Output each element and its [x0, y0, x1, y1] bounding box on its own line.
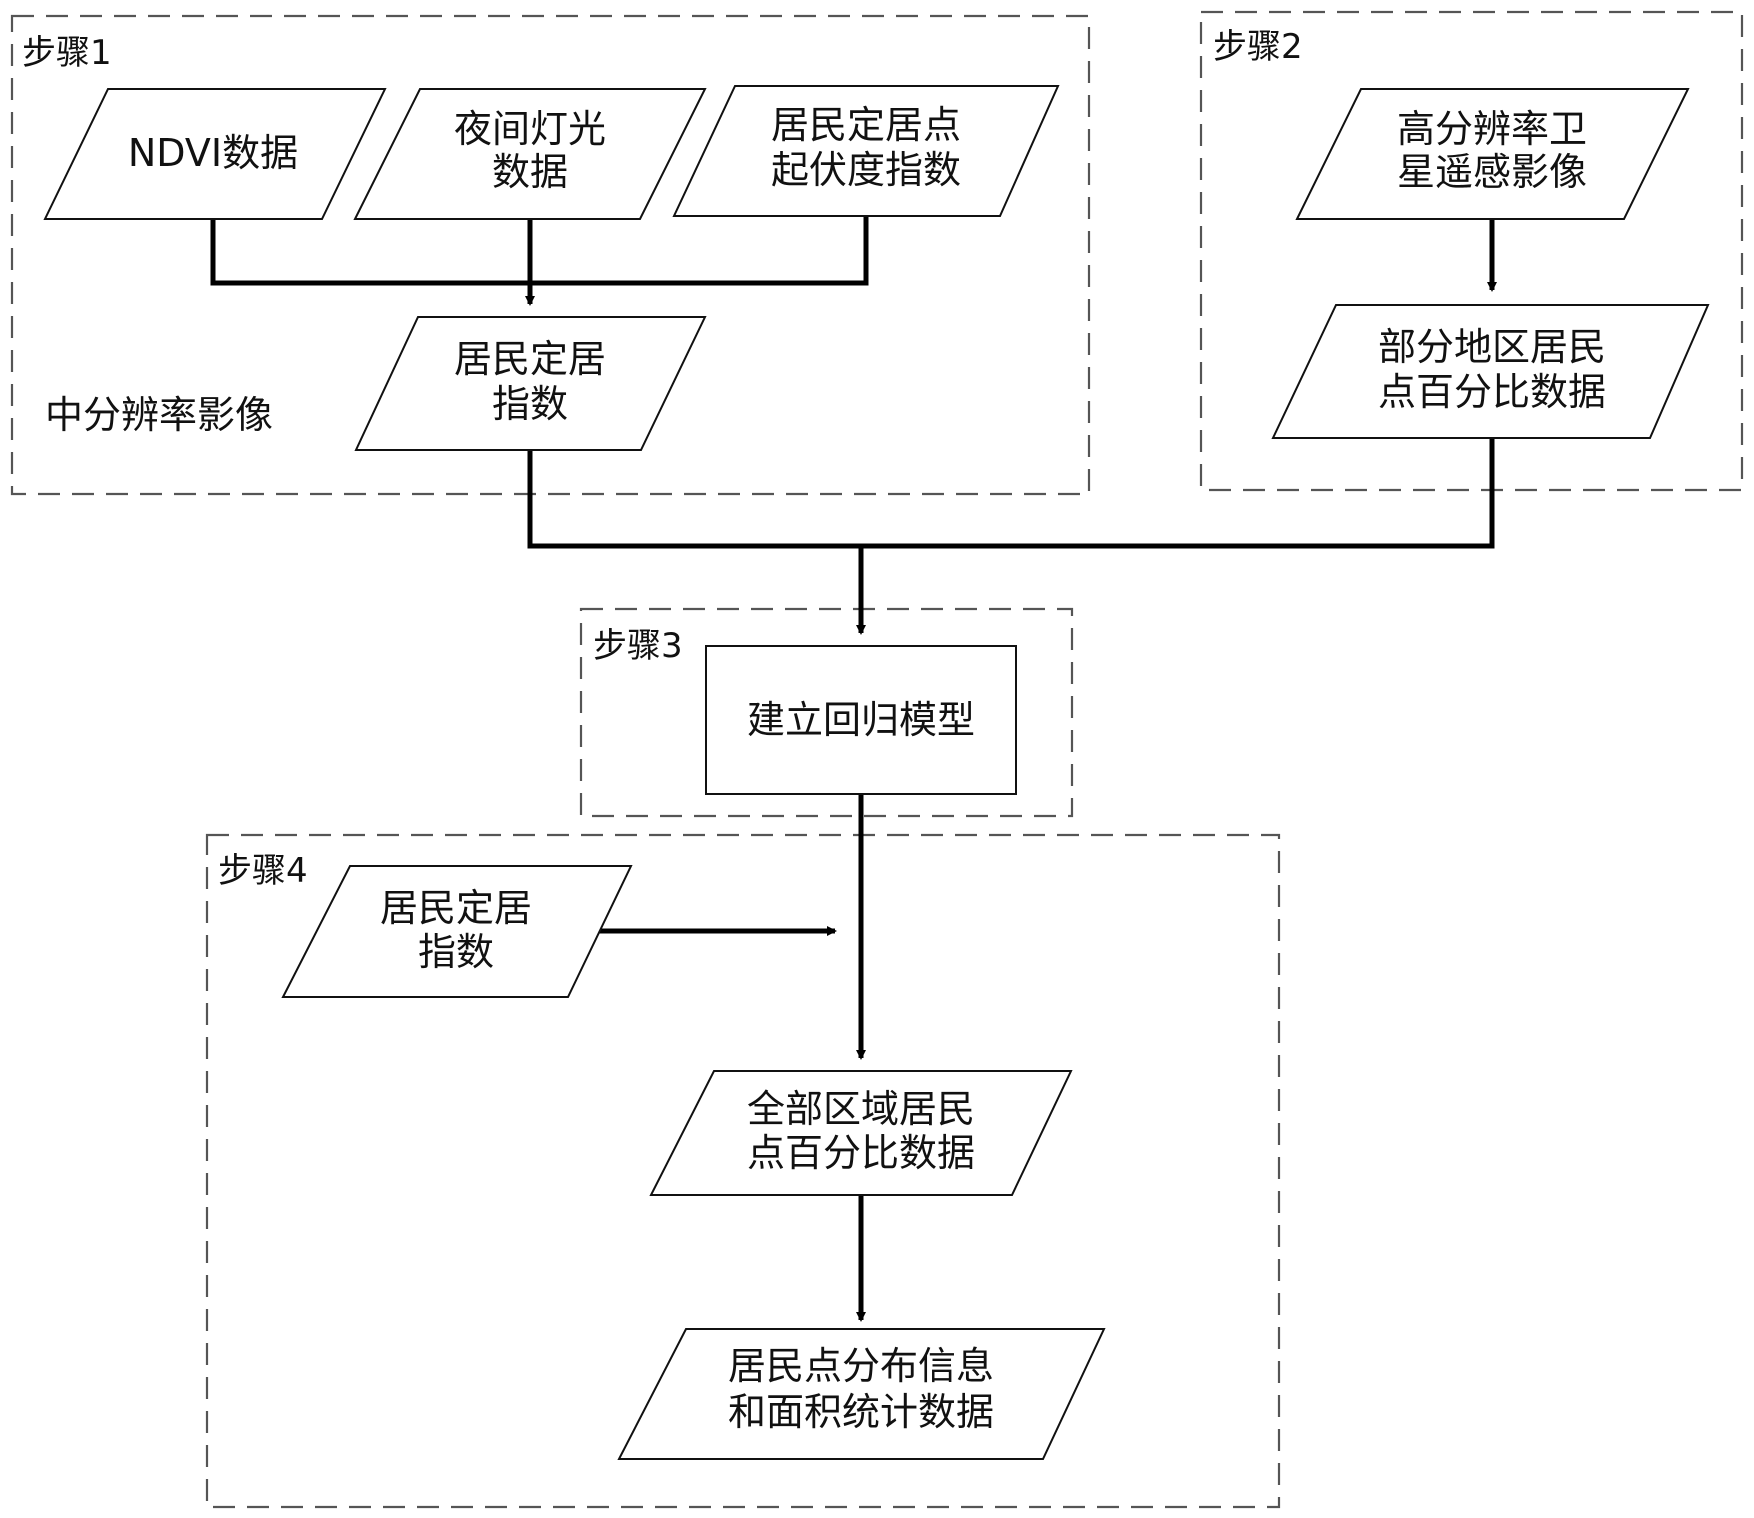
- node-full-percentage: 全部区域居民 点百分比数据: [651, 1071, 1071, 1195]
- settlement-index-2-line2: 指数: [418, 930, 494, 974]
- regression-model-label: 建立回归模型: [747, 698, 975, 742]
- step1-label: 步骤1: [22, 33, 112, 73]
- partial-percentage-line1: 部分地区居民: [1378, 325, 1606, 369]
- ndvi-label: NDVI数据: [128, 131, 298, 175]
- connector-index-to-join: [530, 450, 861, 546]
- node-ndvi: NDVI数据: [45, 89, 385, 219]
- connector-partial-to-join: [861, 438, 1492, 546]
- node-high-res-image: 高分辨率卫 星遥感影像: [1297, 89, 1688, 219]
- node-relief-index: 居民定居点 起伏度指数: [674, 86, 1058, 216]
- node-settlement-index-1: 居民定居 指数: [356, 317, 705, 450]
- step3-label: 步骤3: [593, 626, 683, 666]
- connector-relief-to-index: [530, 216, 866, 283]
- full-percentage-line1: 全部区域居民: [747, 1087, 975, 1131]
- final-output-line1: 居民点分布信息: [728, 1344, 994, 1388]
- step4-label: 步骤4: [218, 851, 308, 891]
- relief-line2: 起伏度指数: [771, 148, 961, 192]
- final-output-line2: 和面积统计数据: [728, 1390, 994, 1434]
- relief-line1: 居民定居点: [771, 103, 961, 147]
- node-final-output: 居民点分布信息 和面积统计数据: [619, 1329, 1104, 1459]
- connector-ndvi-to-index: [213, 219, 530, 283]
- settlement-index-1-line1: 居民定居: [454, 337, 606, 381]
- node-partial-percentage: 部分地区居民 点百分比数据: [1273, 305, 1708, 438]
- high-res-line2: 星遥感影像: [1397, 150, 1587, 194]
- node-night-light: 夜间灯光 数据: [355, 89, 705, 219]
- settlement-index-2-line1: 居民定居: [380, 886, 532, 930]
- high-res-line1: 高分辨率卫: [1397, 107, 1587, 151]
- night-light-line2: 数据: [492, 150, 568, 194]
- full-percentage-line2: 点百分比数据: [747, 1131, 975, 1175]
- node-regression-model: 建立回归模型: [706, 646, 1016, 794]
- night-light-line1: 夜间灯光: [454, 107, 606, 151]
- medium-resolution-image-label: 中分辨率影像: [45, 393, 273, 437]
- settlement-index-1-line2: 指数: [492, 382, 568, 426]
- node-settlement-index-2: 居民定居 指数: [283, 866, 631, 997]
- partial-percentage-line2: 点百分比数据: [1378, 370, 1606, 414]
- step2-label: 步骤2: [1213, 27, 1303, 67]
